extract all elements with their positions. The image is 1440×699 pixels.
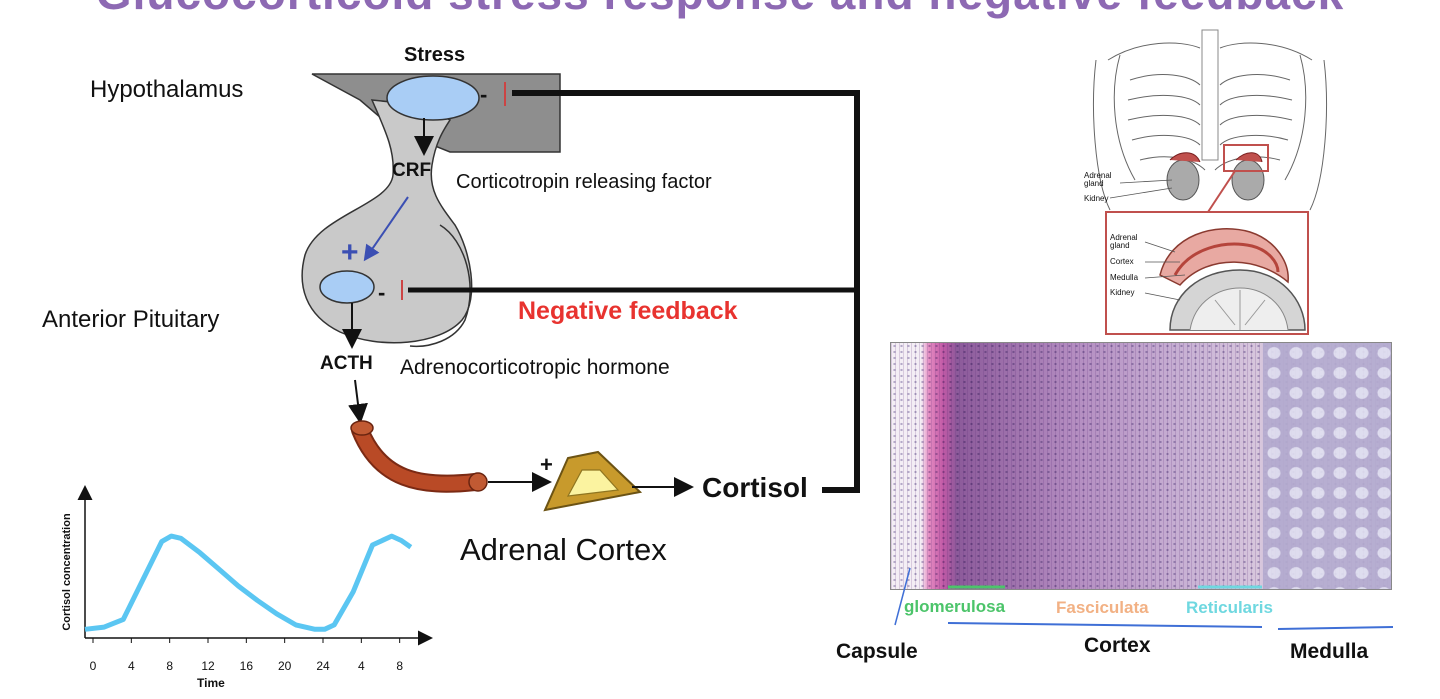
- anatomy-adrenal-gland-label: Adrenal gland: [1084, 171, 1112, 188]
- cortisol-curve: [84, 533, 413, 632]
- hypothalamus-label: Hypothalamus: [90, 76, 244, 103]
- pituitary-lobe: [409, 224, 471, 348]
- right-kidney-icon: [1231, 159, 1265, 201]
- arrow-acth-to-adrenal: [348, 379, 368, 424]
- acth-full-label: Adrenocorticotropic hormone: [400, 356, 670, 379]
- glomerulosa-label: glomerulosa: [904, 597, 1006, 616]
- chart-x-tick-label: 8: [396, 659, 403, 673]
- arrow-crf-to-pituitary: [363, 196, 409, 262]
- reticularis-label: Reticularis: [1186, 598, 1273, 617]
- adrenal-cortex-label: Adrenal Cortex: [460, 532, 667, 567]
- anterior-pituitary-label: Anterior Pituitary: [42, 306, 220, 333]
- chart-x-label: Time: [197, 676, 225, 690]
- chart-x-tick-label: 8: [166, 659, 173, 673]
- chart-x-tick-label: 4: [128, 659, 135, 673]
- zoom-box: [1223, 144, 1269, 172]
- page-title: Glucocorticoid stress response and negat…: [0, 0, 1440, 20]
- pituitary-plus-sign: +: [341, 236, 359, 269]
- hypothalamus-minus-sign: -: [480, 82, 488, 107]
- chart-x-tick-label: 20: [278, 659, 292, 673]
- fasciculata-label: Fasciculata: [1056, 598, 1149, 617]
- inset-adrenal-gland: [1159, 228, 1289, 286]
- cortisol-label: Cortisol: [702, 472, 808, 503]
- negative-feedback-label: Negative feedback: [518, 297, 738, 325]
- pituitary-nucleus: [319, 270, 375, 304]
- inset-kidney-label: Kidney: [1110, 288, 1135, 297]
- chart-x-tick-label: 4: [358, 659, 365, 673]
- anatomy-kidney-label: Kidney: [1084, 194, 1109, 203]
- adrenal-plus-sign: +: [540, 452, 553, 477]
- adrenal-histology-image: [890, 342, 1392, 590]
- cortisol-chart: 0 4 8 12 16 20 24 4 8: [77, 485, 433, 673]
- stress-label: Stress: [404, 44, 466, 66]
- chart-x-tick-label: 24: [316, 659, 330, 673]
- inset-cortex-label: Cortex: [1110, 257, 1134, 266]
- acth-label: ACTH: [320, 353, 373, 374]
- crf-label: CRF: [392, 160, 432, 181]
- capsule-pointer: [894, 567, 911, 626]
- inset-adrenal-label: Adrenal gland: [1110, 233, 1138, 250]
- hypothalamus-nucleus: [386, 75, 480, 121]
- chart-x-tick-label: 0: [90, 659, 97, 673]
- chart-y-label: Cortisol concentration: [61, 513, 73, 631]
- capsule-label: Capsule: [836, 640, 918, 663]
- pituitary-minus-sign: -: [378, 280, 386, 305]
- crf-full-label: Corticotropin releasing factor: [456, 171, 712, 193]
- cortex-bracket: [947, 622, 1263, 628]
- ribcage-illustration: [1093, 29, 1327, 211]
- cortex-label: Cortex: [1084, 634, 1151, 657]
- medulla-label: Medulla: [1290, 640, 1369, 663]
- medulla-bracket: [1277, 626, 1394, 630]
- inset-medulla-label: Medulla: [1110, 273, 1139, 282]
- chart-x-tick-label: 16: [240, 659, 254, 673]
- chart-x-tick-label: 12: [201, 659, 215, 673]
